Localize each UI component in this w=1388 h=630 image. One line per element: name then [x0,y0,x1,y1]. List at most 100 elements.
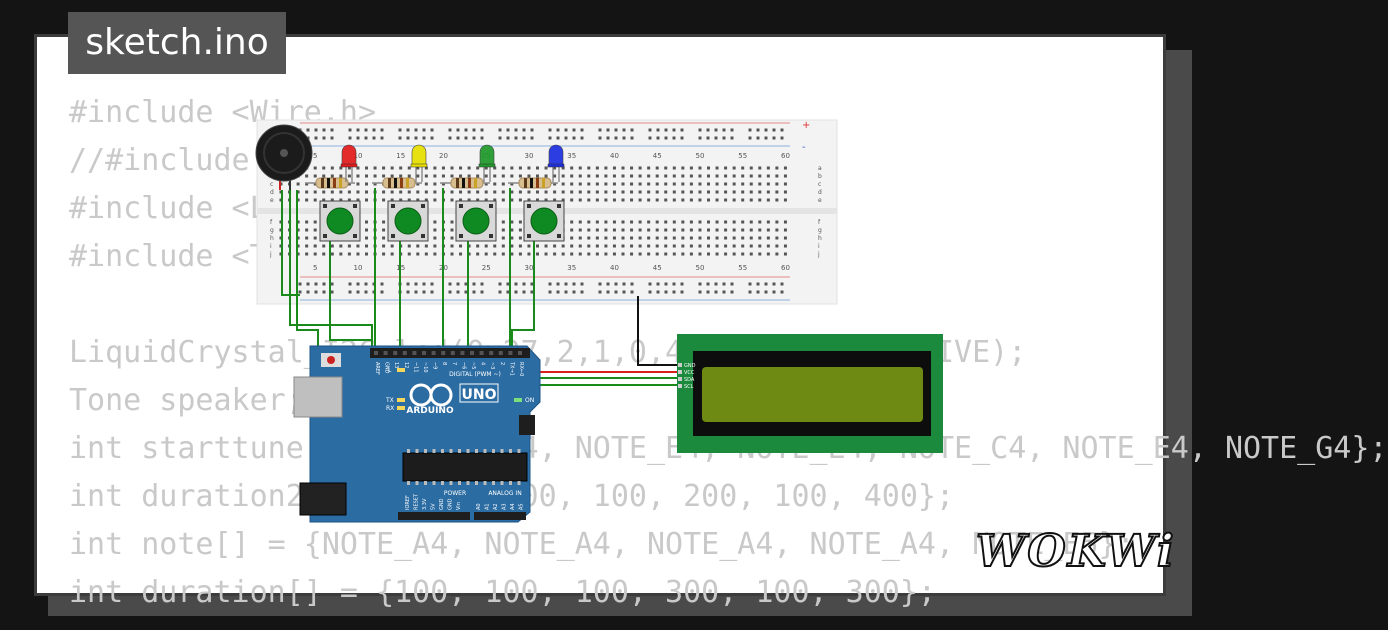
breadboard-hole [587,244,591,248]
breadboard-hole [424,190,428,194]
power-pin-label: RESET [414,493,420,510]
rail-hole [564,128,568,132]
breadboard-hole [698,220,702,224]
breadboard-hole [450,236,454,240]
rail-hole [598,136,602,140]
power-pin-label: GND [439,498,445,510]
rail-hole [680,136,684,140]
rail-hole [606,290,610,294]
rail-hole [356,136,360,140]
button-pin [489,204,493,208]
code-line: Tone speaker; [69,383,304,418]
breadboard-hole [672,236,676,240]
breadboard-hole [459,166,463,170]
breadboard-hole [775,252,779,256]
rail-hole [672,136,676,140]
rail-hole [430,128,434,132]
breadboard-hole [433,236,437,240]
breadboard-hole [587,252,591,256]
breadboard-hole [561,174,565,178]
breadboard-hole [467,252,471,256]
power-pin-label: GND [448,498,454,510]
breadboard-hole [296,190,300,194]
rail-hole [414,282,418,286]
breadboard-hole [775,236,779,240]
rail-hole [380,136,384,140]
breadboard-hole [484,244,488,248]
breadboard-hole [433,228,437,232]
breadboard-hole [612,166,616,170]
breadboard-hole [467,198,471,202]
rail-hole [406,136,410,140]
breadboard-hole [339,166,343,170]
breadboard-hole [339,190,343,194]
breadboard-hole [501,228,505,232]
chip-leg [483,481,487,485]
rail-hole [756,282,760,286]
rail-hole [756,136,760,140]
breadboard-hole [467,244,471,248]
button-pin [421,234,425,238]
digital-pin-label: 12 [403,362,409,368]
breadboard-hole [356,190,360,194]
breadboard-hole [621,166,625,170]
breadboard-hole [459,198,463,202]
breadboard-hole [655,252,659,256]
rail-hole [656,282,660,286]
breadboard-hole [612,244,616,248]
breadboard-hole [544,174,548,178]
row-letter: f [270,219,273,226]
breadboard-hole [655,174,659,178]
breadboard-hole [724,228,728,232]
breadboard-hole [561,252,565,256]
breadboard-hole [741,220,745,224]
breadboard-hole [630,198,634,202]
rail-hole [414,128,418,132]
breadboard-hole [578,252,582,256]
breadboard-hole [595,228,599,232]
breadboard-hole [536,174,539,178]
breadboard-hole [715,244,719,248]
breadboard-hole [493,198,497,202]
breadboard-hole [527,174,531,178]
breadboard-hole [638,252,642,256]
file-tab[interactable]: sketch.ino [68,12,286,74]
breadboard-hole [570,236,574,240]
breadboard-hole [450,252,454,256]
button-pin [557,204,561,208]
resistor-band [474,178,477,188]
breadboard-hole [476,190,480,194]
reset-button-cap [327,356,335,364]
breadboard-hole [672,174,676,178]
breadboard-hole [630,236,634,240]
rail-hole [456,282,460,286]
breadboard-hole [775,228,779,232]
arduino-logo-right [429,383,453,407]
on-led-label: ON [525,397,534,404]
analog-pin-label: A4 [510,503,516,510]
rail-hole [648,290,652,294]
breadboard-hole [732,244,736,248]
chip-leg [407,449,410,453]
breadboard-hole [510,236,514,240]
breadboard-hole [527,190,531,194]
breadboard-hole [527,198,531,202]
row-letter: f [818,219,821,226]
rail-hole [480,136,484,140]
rail-hole [306,128,310,132]
breadboard-hole [766,190,770,194]
rail-hole [698,128,702,132]
rail-hole [772,136,776,140]
rail-hole [514,136,518,140]
breadboard-hole [681,174,685,178]
rail-hole [614,128,618,132]
buzzer[interactable] [255,124,313,190]
breadboard-hole [322,252,326,256]
breadboard-hole [664,236,668,240]
resistor-body [382,177,416,189]
pin-hole [518,351,522,355]
breadboard-hole [322,244,326,248]
breadboard-hole [544,190,548,194]
